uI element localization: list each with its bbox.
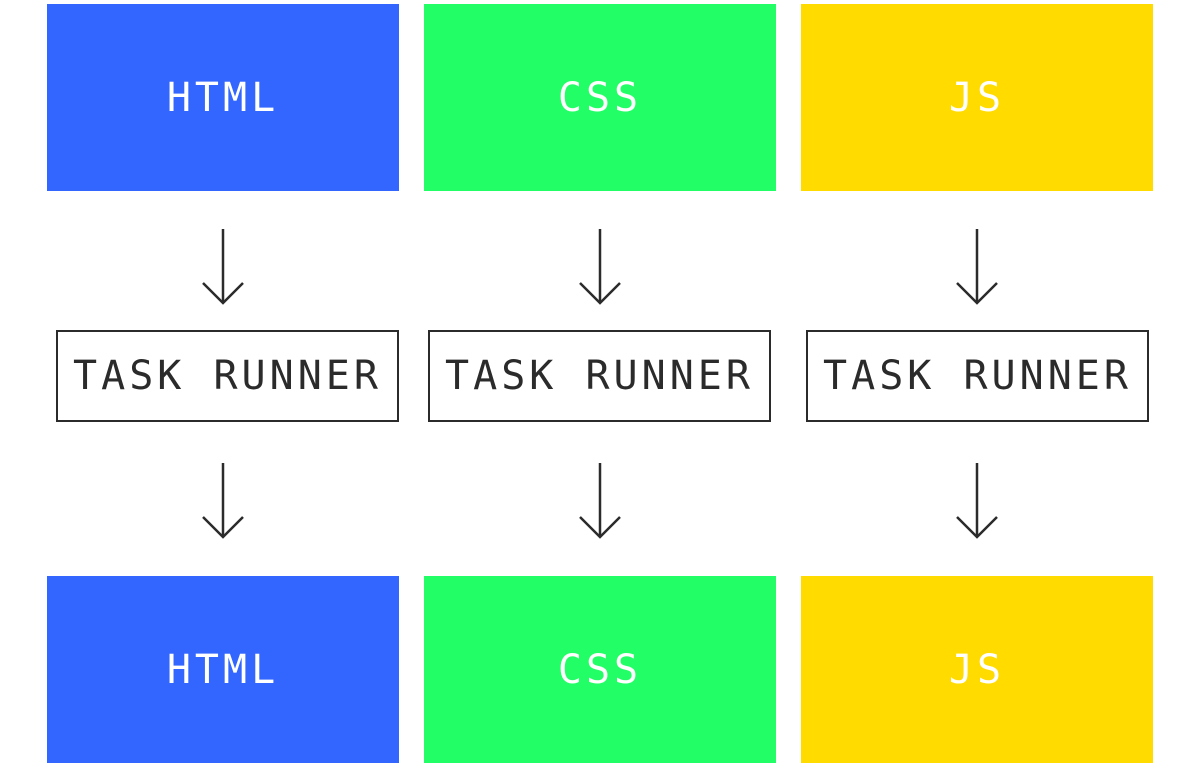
- task-runner-box: TASK RUNNER: [806, 330, 1149, 422]
- task-runner-label: TASK RUNNER: [823, 353, 1132, 399]
- down-arrow-icon: [578, 227, 622, 307]
- task-runner-box: TASK RUNNER: [428, 330, 771, 422]
- input-label: HTML: [166, 74, 280, 121]
- input-box-css: CSS: [424, 4, 776, 191]
- input-box-html: HTML: [47, 4, 399, 191]
- task-runner-box: TASK RUNNER: [56, 330, 399, 422]
- task-runner-label: TASK RUNNER: [73, 353, 382, 399]
- pipeline-column-css: CSS TASK RUNNER CSS: [424, 0, 776, 767]
- output-box-html: HTML: [47, 576, 399, 763]
- output-box-js: JS: [801, 576, 1153, 763]
- output-label: HTML: [166, 646, 280, 693]
- input-label: JS: [948, 74, 1006, 121]
- pipeline-column-html: HTML TASK RUNNER HTML: [47, 0, 399, 767]
- input-label: CSS: [557, 74, 643, 121]
- down-arrow-icon: [201, 227, 245, 307]
- down-arrow-icon: [955, 227, 999, 307]
- output-box-css: CSS: [424, 576, 776, 763]
- pipeline-column-js: JS TASK RUNNER JS: [801, 0, 1153, 767]
- output-label: CSS: [557, 646, 643, 693]
- down-arrow-icon: [201, 461, 245, 541]
- down-arrow-icon: [578, 461, 622, 541]
- input-box-js: JS: [801, 4, 1153, 191]
- task-runner-label: TASK RUNNER: [445, 353, 754, 399]
- output-label: JS: [948, 646, 1006, 693]
- down-arrow-icon: [955, 461, 999, 541]
